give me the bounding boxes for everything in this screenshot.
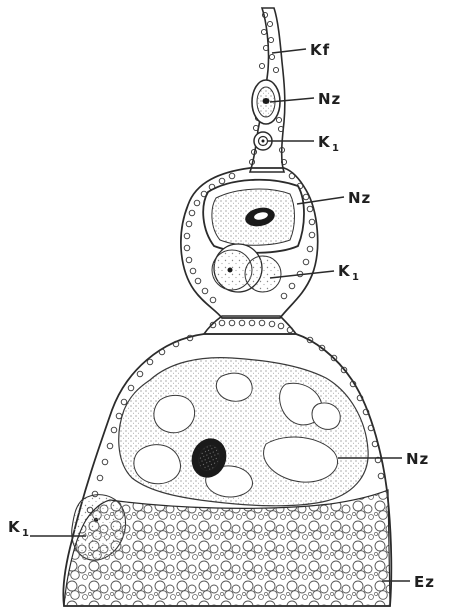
label-k1-middle-subscript: 1 <box>352 272 359 283</box>
label-nz-middle: Nz <box>348 189 371 207</box>
middle-nutritive-cell <box>203 180 304 253</box>
label-nz-bottom: Nz <box>406 450 429 468</box>
label-k1-bottom: K <box>8 518 21 536</box>
label-k1-bottom-subscript: 1 <box>22 528 29 539</box>
label-ez: Ez <box>414 573 435 591</box>
label-k1-middle: K <box>338 262 351 280</box>
bottom-chamber <box>63 334 391 606</box>
label-kf: Kf <box>310 41 330 59</box>
label-k1-top-subscript: 1 <box>332 143 339 154</box>
egg-yolk <box>64 490 390 606</box>
label-k1-top: K <box>318 133 331 151</box>
label-nz-top: Nz <box>318 90 341 108</box>
